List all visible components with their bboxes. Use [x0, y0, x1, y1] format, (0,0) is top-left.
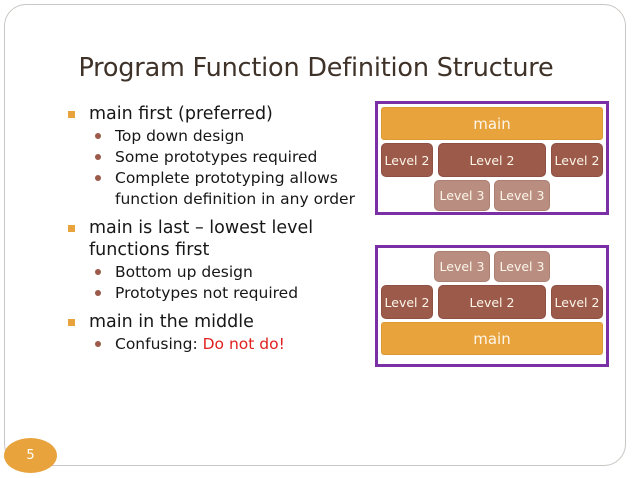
diagram-main-first: main Level 2 Level 2 Level 2 Level 3 Lev… — [375, 101, 609, 215]
bullet-text: main is last – lowest level functions fi… — [89, 218, 314, 260]
bullet-level2-some-prototypes-required: Some prototypes required — [63, 147, 375, 168]
diagram-box-level3: Level 3 — [494, 251, 550, 282]
bullet-level2-prototypes-not-required: Prototypes not required — [63, 283, 375, 304]
bullet-level1-main-first: main first (preferred) — [63, 103, 375, 125]
diagram-row-level3: Level 3 Level 3 — [381, 180, 603, 211]
square-bullet-icon — [68, 319, 75, 326]
diagram-box-level3: Level 3 — [434, 251, 490, 282]
diagram-box-level3: Level 3 — [434, 180, 490, 211]
bullet-level1-main-is-last: main is last – lowest level functions fi… — [63, 217, 375, 261]
diagram-row-level2: Level 2 Level 2 Level 2 — [381, 285, 603, 319]
bullet-level2-top-down-design: Top down design — [63, 126, 375, 147]
bullet-text: Complete prototyping allows function def… — [115, 169, 355, 208]
bullet-text: Prototypes not required — [115, 284, 299, 302]
page-title: Program Function Definition Structure — [78, 53, 554, 83]
dot-bullet-icon — [95, 175, 101, 181]
bullet-text: Top down design — [115, 127, 245, 145]
bullet-text: Some prototypes required — [115, 148, 318, 166]
bullet-level2-confusing: Confusing: Do not do! — [63, 334, 375, 355]
diagram-row-main: main — [381, 107, 603, 140]
dot-bullet-icon — [95, 290, 101, 296]
diagram-main-last: Level 3 Level 3 Level 2 Level 2 Level 2 … — [375, 245, 609, 367]
diagram-row-level3: Level 3 Level 3 — [381, 251, 603, 282]
spacer — [63, 304, 375, 311]
diagram-box-level2: Level 2 — [438, 285, 546, 319]
diagram-box-level2: Level 2 — [551, 143, 603, 177]
dot-bullet-icon — [95, 133, 101, 139]
spacer — [63, 210, 375, 217]
square-bullet-icon — [68, 111, 75, 118]
bullet-text: Bottom up design — [115, 263, 253, 281]
dot-bullet-icon — [95, 269, 101, 275]
diagram-row-main: main — [381, 322, 603, 355]
page-number-badge: 5 — [4, 438, 57, 473]
bullet-text: Confusing: — [115, 335, 203, 353]
bullet-level2-complete-prototyping: Complete prototyping allows function def… — [63, 168, 375, 210]
slide-canvas: Program Function Definition Structure ma… — [4, 4, 626, 466]
bullet-text: main in the middle — [89, 312, 254, 332]
diagram-row-level2: Level 2 Level 2 Level 2 — [381, 143, 603, 177]
diagram-box-main: main — [381, 322, 603, 355]
diagram-box-level2: Level 2 — [551, 285, 603, 319]
bullet-level1-main-in-the-middle: main in the middle — [63, 311, 375, 333]
square-bullet-icon — [68, 225, 75, 232]
bullet-level2-bottom-up-design: Bottom up design — [63, 262, 375, 283]
diagram-box-level2: Level 2 — [381, 143, 433, 177]
diagram-box-main: main — [381, 107, 603, 140]
bullet-text: main first (preferred) — [89, 104, 273, 124]
bullet-list: main first (preferred) Top down design S… — [63, 103, 375, 355]
diagram-box-level2: Level 2 — [438, 143, 546, 177]
bullet-text-emphasis: Do not do! — [202, 335, 285, 353]
diagram-box-level3: Level 3 — [494, 180, 550, 211]
dot-bullet-icon — [95, 341, 101, 347]
diagram-box-level2: Level 2 — [381, 285, 433, 319]
dot-bullet-icon — [95, 154, 101, 160]
